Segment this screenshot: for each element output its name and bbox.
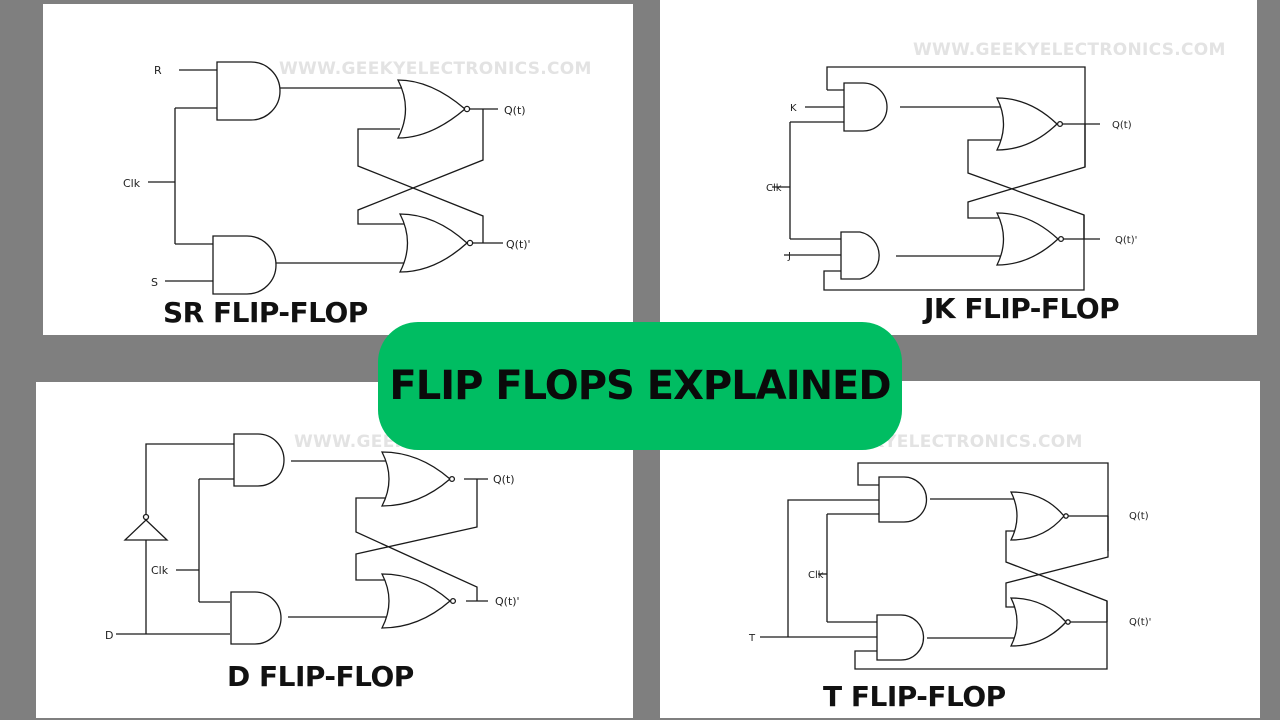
- output-label-qbar: Q(t)': [1115, 235, 1137, 246]
- nor-gate-top: [380, 451, 456, 507]
- watermark: WWW.GEEKYELECTRONICS.COM: [279, 59, 592, 79]
- input-label-r: R: [154, 64, 162, 77]
- and-gate-bottom: [212, 235, 277, 295]
- watermark: WWW.GEEKYELECTRONICS.COM: [913, 40, 1226, 60]
- and-gate-top: [843, 82, 888, 132]
- input-label-s: S: [151, 276, 158, 289]
- wires: [116, 443, 488, 635]
- nor-gate-bottom: [398, 213, 474, 273]
- jk-flip-flop-schematic: K Clk J Q(t) Q(t)': [766, 66, 1137, 291]
- jk-flip-flop-panel: WWW.GEEKYELECTRONICS.COM K Clk J Q(t) Q(…: [660, 0, 1257, 335]
- d-flip-flop-schematic: Clk D Q(t) Q(t)': [105, 433, 520, 645]
- and-gate-bottom: [840, 231, 880, 280]
- nor-gate-bottom: [380, 573, 457, 629]
- wires: [760, 462, 1109, 670]
- input-label-clk: Clk: [151, 564, 169, 577]
- banner-title: FLIP FLOPS EXPLAINED: [389, 363, 891, 409]
- input-label-clk: Clk: [123, 177, 141, 190]
- output-label-q: Q(t): [504, 104, 526, 117]
- jk-flip-flop-title: JK FLIP-FLOP: [924, 292, 1120, 325]
- d-flip-flop-title: D FLIP-FLOP: [227, 660, 414, 693]
- wires: [772, 66, 1100, 291]
- output-label-q: Q(t): [493, 473, 515, 486]
- and-gate-top: [216, 61, 281, 121]
- input-label-clk: Clk: [766, 183, 782, 194]
- nor-gate-top: [995, 97, 1064, 151]
- input-label-t: T: [748, 633, 756, 644]
- and-gate-top: [233, 433, 285, 487]
- input-label-d: D: [105, 629, 113, 642]
- and-gate-bottom: [876, 614, 925, 661]
- input-label-j: J: [787, 251, 791, 262]
- output-label-qbar: Q(t)': [506, 238, 531, 251]
- output-label-q: Q(t): [1129, 511, 1149, 522]
- not-gate: [123, 513, 169, 541]
- nor-gate-bottom: [995, 212, 1065, 266]
- and-gate-top: [878, 476, 928, 523]
- t-flip-flop-schematic: Clk T Q(t) Q(t)': [748, 462, 1151, 670]
- output-label-q: Q(t): [1112, 120, 1132, 131]
- nor-gate-top: [396, 79, 471, 139]
- nor-gate-bottom: [1009, 597, 1071, 647]
- title-banner: FLIP FLOPS EXPLAINED: [378, 322, 902, 450]
- nor-gate-top: [1009, 491, 1069, 541]
- sr-flip-flop-panel: WWW.GEEKYELECTRONICS.COM R Clk S Q(t) Q(…: [43, 4, 633, 335]
- output-label-qbar: Q(t)': [495, 595, 520, 608]
- input-label-clk: Clk: [808, 570, 824, 581]
- sr-flip-flop-title: SR FLIP-FLOP: [163, 296, 368, 329]
- t-flip-flop-title: T FLIP-FLOP: [823, 680, 1006, 713]
- output-label-qbar: Q(t)': [1129, 617, 1151, 628]
- sr-flip-flop-schematic: R Clk S Q(t) Q(t)': [123, 61, 531, 295]
- wires: [148, 69, 503, 282]
- input-label-k: K: [790, 103, 797, 114]
- and-gate-bottom: [230, 591, 282, 645]
